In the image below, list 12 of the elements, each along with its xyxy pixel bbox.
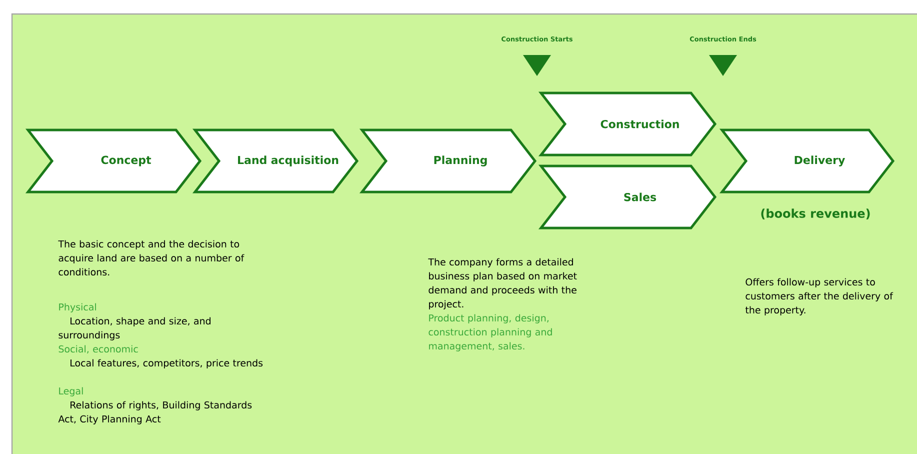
description-text: Physical: [59, 303, 96, 312]
chevron-box: Delivery: [719, 128, 895, 194]
description-text: Offers follow-up services to customers after the delivery of the property.: [745, 278, 894, 316]
description-text: Local features, competitors, price trends: [70, 359, 263, 368]
description-text: Relations of rights, Building Standards Act, City Planning Act: [58, 401, 252, 424]
description-text: The basic concept and the decision to acquire land are based on a number of conditions.: [58, 240, 244, 276]
description-text: The company forms a detailed business plan based on market demand and proceeds with the project.: [428, 258, 577, 310]
description-text: Legal: [59, 387, 83, 396]
description-text: Product planning, design, construction planning and management, sales.: [428, 314, 552, 352]
side-note: (books revenue): [761, 208, 870, 220]
description-text: Social, economic: [58, 345, 138, 354]
description-text: Location, shape and size, and surroundings: [58, 317, 210, 340]
